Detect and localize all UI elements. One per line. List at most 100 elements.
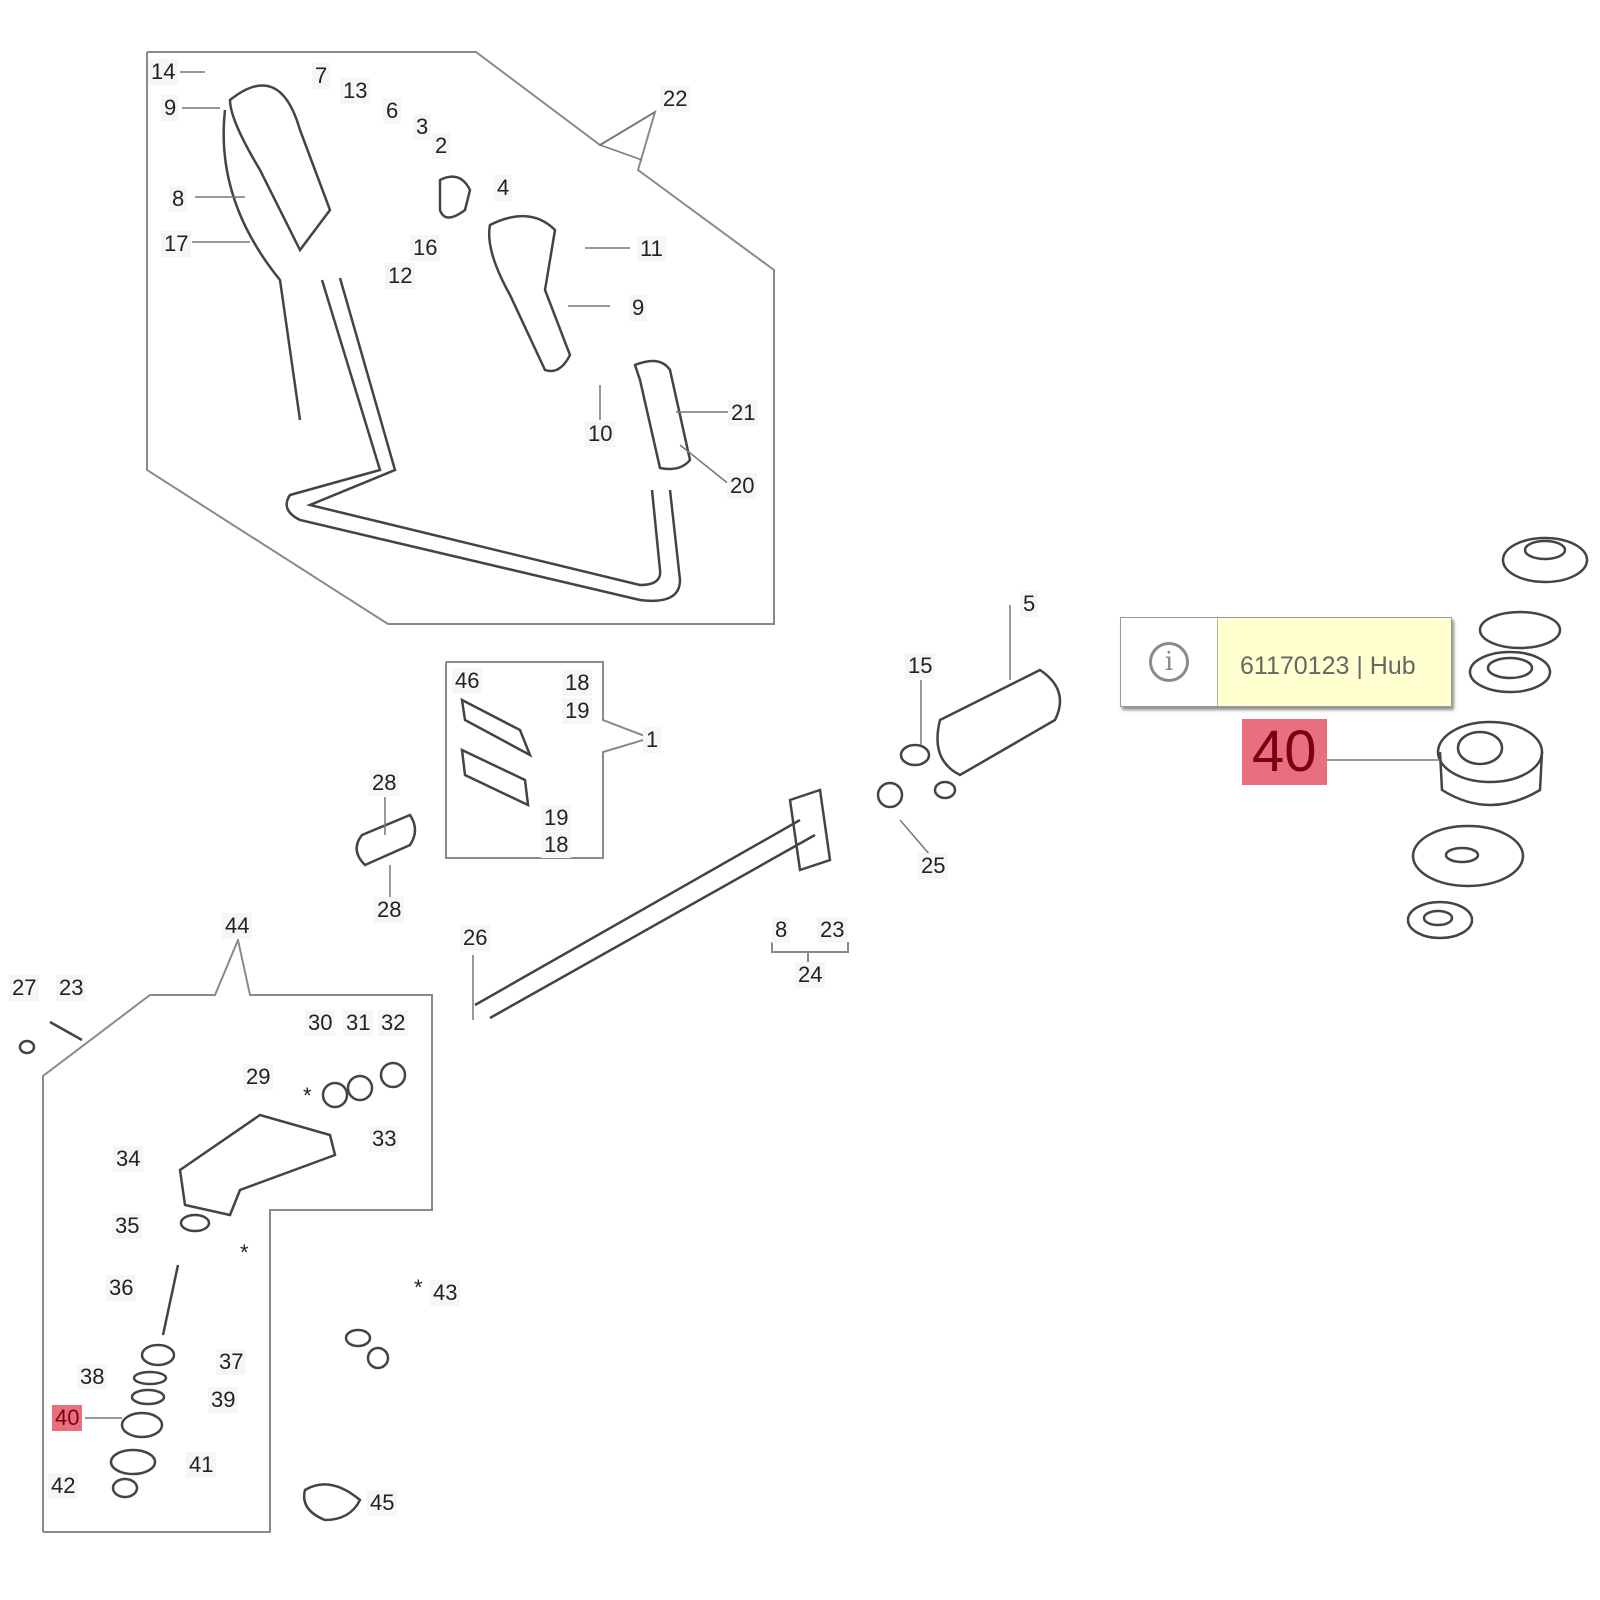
label-39[interactable]: 39 (208, 1387, 239, 1413)
sleeve-28 (355, 813, 417, 867)
label-44[interactable]: 44 (222, 913, 253, 939)
nut-42 (111, 1477, 139, 1499)
label-18-lower[interactable]: 18 (541, 832, 572, 858)
label-15[interactable]: 15 (905, 653, 936, 679)
group-22-frame (146, 51, 775, 625)
ring-32 (379, 1061, 407, 1089)
label-33[interactable]: 33 (369, 1126, 400, 1152)
label-23-clamp[interactable]: 23 (817, 917, 848, 943)
label-6[interactable]: 6 (383, 98, 402, 124)
seal-39 (130, 1388, 166, 1406)
label-23[interactable]: 23 (56, 975, 87, 1001)
label-2[interactable]: 2 (432, 133, 451, 159)
big-seal (1468, 650, 1552, 694)
asterisk-marker: * (303, 1083, 312, 1108)
label-16[interactable]: 16 (410, 235, 441, 261)
label-37[interactable]: 37 (216, 1349, 247, 1375)
screw-23 (49, 1020, 83, 1042)
bearing-37 (140, 1343, 176, 1367)
label-11[interactable]: 11 (637, 236, 666, 262)
throttle-cable (222, 109, 302, 421)
bearing-30 (321, 1081, 349, 1109)
gear-43b (366, 1346, 390, 1370)
throttle-handle (228, 84, 332, 253)
big-circlip (1478, 610, 1562, 650)
label-19[interactable]: 19 (562, 698, 593, 724)
label-28[interactable]: 28 (369, 770, 400, 796)
big-washer (1411, 824, 1525, 888)
group-44-frame (42, 936, 433, 1533)
sleeve-5 (936, 668, 1062, 777)
label-35[interactable]: 35 (112, 1213, 143, 1239)
label-9[interactable]: 9 (161, 95, 180, 121)
gearbox-29 (178, 1113, 337, 1217)
label-30[interactable]: 30 (305, 1010, 336, 1036)
part-tooltip: i 61170123 | Hub (1120, 617, 1452, 707)
label-46[interactable]: 46 (452, 668, 483, 694)
handle-9 (488, 214, 572, 373)
label-19-lower[interactable]: 19 (541, 805, 572, 831)
label-14[interactable]: 14 (148, 59, 179, 85)
ring-15 (899, 743, 931, 767)
clamp-4 (438, 175, 472, 219)
hub-40 (120, 1411, 164, 1439)
label-5[interactable]: 5 (1020, 591, 1039, 617)
asterisk-marker-3: * (414, 1275, 423, 1300)
label-40-highlighted[interactable]: 40 (52, 1405, 83, 1431)
label-32[interactable]: 32 (378, 1010, 409, 1036)
nut-27 (18, 1039, 36, 1055)
big-bearing (1501, 536, 1589, 584)
label-27[interactable]: 27 (9, 975, 40, 1001)
clamp-46 (460, 697, 533, 808)
asterisk-marker-2: * (240, 1240, 249, 1265)
handlebar-tube (285, 277, 682, 603)
shaft-36 (161, 1264, 180, 1336)
label-25[interactable]: 25 (918, 853, 949, 879)
bearing-31 (346, 1074, 374, 1102)
label-20[interactable]: 20 (727, 473, 758, 499)
tooltip-text: 61170123 | Hub (1218, 618, 1451, 706)
label-34[interactable]: 34 (113, 1146, 144, 1172)
label-42[interactable]: 42 (48, 1473, 79, 1499)
label-21[interactable]: 21 (728, 400, 759, 426)
ring-38 (132, 1370, 168, 1386)
label-28-lower[interactable]: 28 (374, 897, 405, 923)
label-7[interactable]: 7 (312, 63, 331, 89)
label-3[interactable]: 3 (413, 114, 432, 140)
label-4[interactable]: 4 (494, 175, 513, 201)
label-38[interactable]: 38 (77, 1364, 108, 1390)
label-17[interactable]: 17 (161, 231, 192, 257)
label-26[interactable]: 26 (460, 925, 491, 951)
label-41[interactable]: 41 (186, 1452, 217, 1478)
big-hub (1436, 720, 1544, 784)
label-36[interactable]: 36 (106, 1275, 137, 1301)
label-45[interactable]: 45 (367, 1490, 398, 1516)
info-icon: i (1149, 642, 1189, 682)
washer-35 (179, 1213, 211, 1233)
label-8[interactable]: 8 (169, 186, 188, 212)
bushing-25 (876, 781, 904, 809)
drive-shaft (474, 818, 816, 1020)
label-24[interactable]: 24 (795, 962, 826, 988)
group-1-frame (445, 661, 654, 859)
label-10[interactable]: 10 (585, 421, 616, 447)
label-9-handle[interactable]: 9 (629, 295, 648, 321)
label-31[interactable]: 31 (343, 1010, 374, 1036)
label-40-enlarged[interactable]: 40 (1242, 719, 1327, 785)
gear-43a (344, 1328, 372, 1348)
grip-21 (633, 359, 692, 471)
label-13[interactable]: 13 (340, 78, 371, 104)
label-29[interactable]: 29 (243, 1064, 274, 1090)
washer-41 (109, 1448, 157, 1476)
big-nut (1406, 900, 1474, 940)
label-22[interactable]: 22 (660, 86, 691, 112)
tooltip-icon-cell: i (1121, 618, 1218, 706)
label-12[interactable]: 12 (385, 263, 416, 289)
label-8-clamp[interactable]: 8 (772, 917, 791, 943)
clamp-24 (788, 788, 832, 872)
label-1[interactable]: 1 (643, 727, 662, 753)
label-43[interactable]: 43 (430, 1280, 461, 1306)
group-24-bracket (771, 942, 849, 953)
label-18[interactable]: 18 (562, 670, 593, 696)
